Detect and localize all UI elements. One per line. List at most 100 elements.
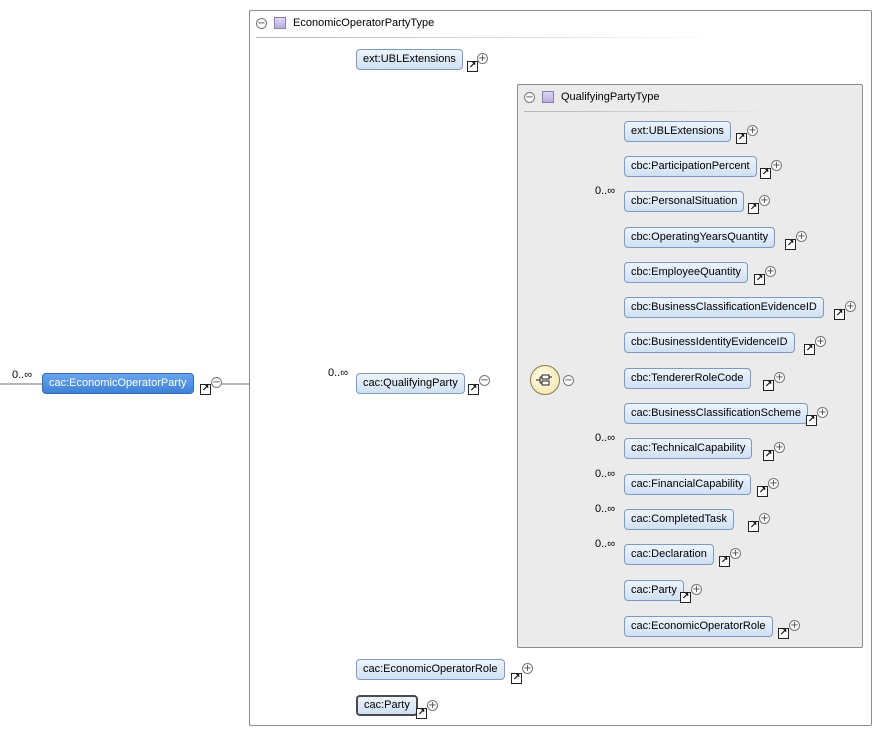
element-label: cbc:PersonalSituation [631,195,738,207]
reference-arrow-icon: ↗ [416,708,427,719]
expand-plus-icon[interactable]: + [477,53,488,64]
reference-arrow-icon: ↗ [680,592,691,603]
reference-arrow-icon: ↗ [736,133,747,144]
reference-arrow-icon: ↗ [200,384,211,395]
expand-plus-icon[interactable]: + [522,663,533,674]
expand-plus-icon[interactable]: + [759,195,770,206]
element-label: cbc:BusinessClassificationEvidenceID [631,301,817,313]
type-name: QualifyingPartyType [561,91,660,103]
element-ext-ublextensions[interactable]: ext:UBLExtensions [624,121,731,142]
sequence-glyph [536,374,552,386]
type-name: EconomicOperatorPartyType [293,17,435,29]
reference-arrow-icon: ↗ [467,61,478,72]
element-cbc-tenderer-role-code[interactable]: cbc:TendererRoleCode [624,368,751,389]
element-cac-business-classification-scheme[interactable]: cac:BusinessClassificationScheme [624,403,808,424]
expand-plus-icon[interactable]: + [768,478,779,489]
expand-plus-icon[interactable]: + [845,301,856,312]
element-cac-technical-capability[interactable]: cac:TechnicalCapability [624,438,753,459]
element-cbc-operating-years-quantity[interactable]: cbc:OperatingYearsQuantity [624,227,776,248]
type-divider [524,111,779,112]
reference-arrow-icon: ↗ [806,415,817,426]
root-cardinality: 0..∞ [12,369,33,381]
expand-plus-icon[interactable]: + [730,548,741,559]
element-label: cac:QualifyingParty [363,377,458,389]
element-label: cac:BusinessClassificationScheme [631,407,801,419]
reference-arrow-icon: ↗ [760,168,771,179]
element-label: cac:Declaration [631,548,707,560]
element-cac-party[interactable]: cac:Party [624,580,684,601]
collapse-minus-icon[interactable]: − [256,17,267,29]
reference-arrow-icon: ↗ [834,309,845,320]
element-label: cac:TechnicalCapability [631,442,746,454]
expand-plus-icon[interactable]: + [815,336,826,347]
element-cbc-business-identity-evidence-id[interactable]: cbc:BusinessIdentityEvidenceID [624,332,795,353]
element-label: cac:FinancialCapability [631,478,744,490]
reference-arrow-icon: ↗ [468,384,479,395]
expand-plus-icon[interactable]: + [427,700,438,711]
reference-arrow-icon: ↗ [785,239,796,250]
element-ext-ubl-extensions[interactable]: ext:UBLExtensions [356,49,463,70]
reference-arrow-icon: ↗ [757,486,768,497]
element-label: cbc:ParticipationPercent [631,160,750,172]
element-label: cac:CompletedTask [631,513,727,525]
type-divider [256,37,726,38]
element-cac-economic-operator-role[interactable]: cac:EconomicOperatorRole [624,616,773,637]
element-cac-qualifying-party[interactable]: cac:QualifyingParty [356,373,465,394]
element-cardinality: 0..∞ [595,538,616,550]
reference-arrow-icon: ↗ [778,628,789,639]
element-label: cac:Party [364,699,410,711]
root-element-economic-operator-party[interactable]: cac:EconomicOperatorParty [42,373,194,394]
reference-arrow-icon: ↗ [511,673,522,684]
element-cac-party[interactable]: cac:Party [356,695,418,716]
element-label: ext:UBLExtensions [631,125,724,137]
element-label: cbc:OperatingYearsQuantity [631,231,769,243]
reference-arrow-icon: ↗ [754,274,765,285]
reference-arrow-icon: ↗ [748,203,759,214]
type-header: − EconomicOperatorPartyType [250,11,434,35]
expand-plus-icon[interactable]: + [789,620,800,631]
reference-arrow-icon: ↗ [748,521,759,532]
element-cardinality: 0..∞ [595,503,616,515]
expand-plus-icon[interactable]: + [817,407,828,418]
reference-arrow-icon: ↗ [804,344,815,355]
type-header: − QualifyingPartyType [518,85,659,109]
expand-plus-icon[interactable]: + [759,513,770,524]
complex-type-icon [274,17,286,29]
reference-arrow-icon: ↗ [763,450,774,461]
complex-type-icon [542,91,554,103]
element-cardinality: 0..∞ [595,468,616,480]
element-cardinality: 0..∞ [595,432,616,444]
element-cac-economic-operator-role[interactable]: cac:EconomicOperatorRole [356,659,505,680]
expand-plus-icon[interactable]: + [765,266,776,277]
element-label: cbc:BusinessIdentityEvidenceID [631,336,788,348]
element-cac-declaration[interactable]: cac:Declaration [624,544,714,565]
expand-plus-icon[interactable]: + [747,125,758,136]
element-label: cbc:TendererRoleCode [631,372,744,384]
element-cardinality: 0..∞ [595,185,616,197]
element-label: cac:EconomicOperatorRole [631,620,766,632]
expand-plus-icon[interactable]: + [691,584,702,595]
collapse-minus-icon[interactable]: − [479,375,490,386]
qualifying-party-cardinality: 0..∞ [328,367,349,379]
reference-arrow-icon: ↗ [719,556,730,567]
root-element-label: cac:EconomicOperatorParty [49,377,187,389]
element-cbc-business-classification-evidence-id[interactable]: cbc:BusinessClassificationEvidenceID [624,297,824,318]
element-cbc-personal-situation[interactable]: cbc:PersonalSituation [624,191,745,212]
element-cac-completed-task[interactable]: cac:CompletedTask [624,509,734,530]
collapse-minus-icon[interactable]: − [211,377,222,388]
element-cbc-participation-percent[interactable]: cbc:ParticipationPercent [624,156,757,177]
sequence-compositor-icon[interactable] [530,365,560,395]
collapse-minus-icon[interactable]: − [524,91,535,103]
element-label: cbc:EmployeeQuantity [631,266,742,278]
expand-plus-icon[interactable]: + [774,372,785,383]
expand-plus-icon[interactable]: + [796,231,807,242]
collapse-minus-icon[interactable]: − [563,375,574,386]
element-cac-financial-capability[interactable]: cac:FinancialCapability [624,474,751,495]
element-label: cac:EconomicOperatorRole [363,663,498,675]
element-label: cac:Party [631,584,677,596]
reference-arrow-icon: ↗ [763,380,774,391]
element-cbc-employee-quantity[interactable]: cbc:EmployeeQuantity [624,262,749,283]
expand-plus-icon[interactable]: + [771,160,782,171]
expand-plus-icon[interactable]: + [774,442,785,453]
element-label: ext:UBLExtensions [363,53,456,65]
